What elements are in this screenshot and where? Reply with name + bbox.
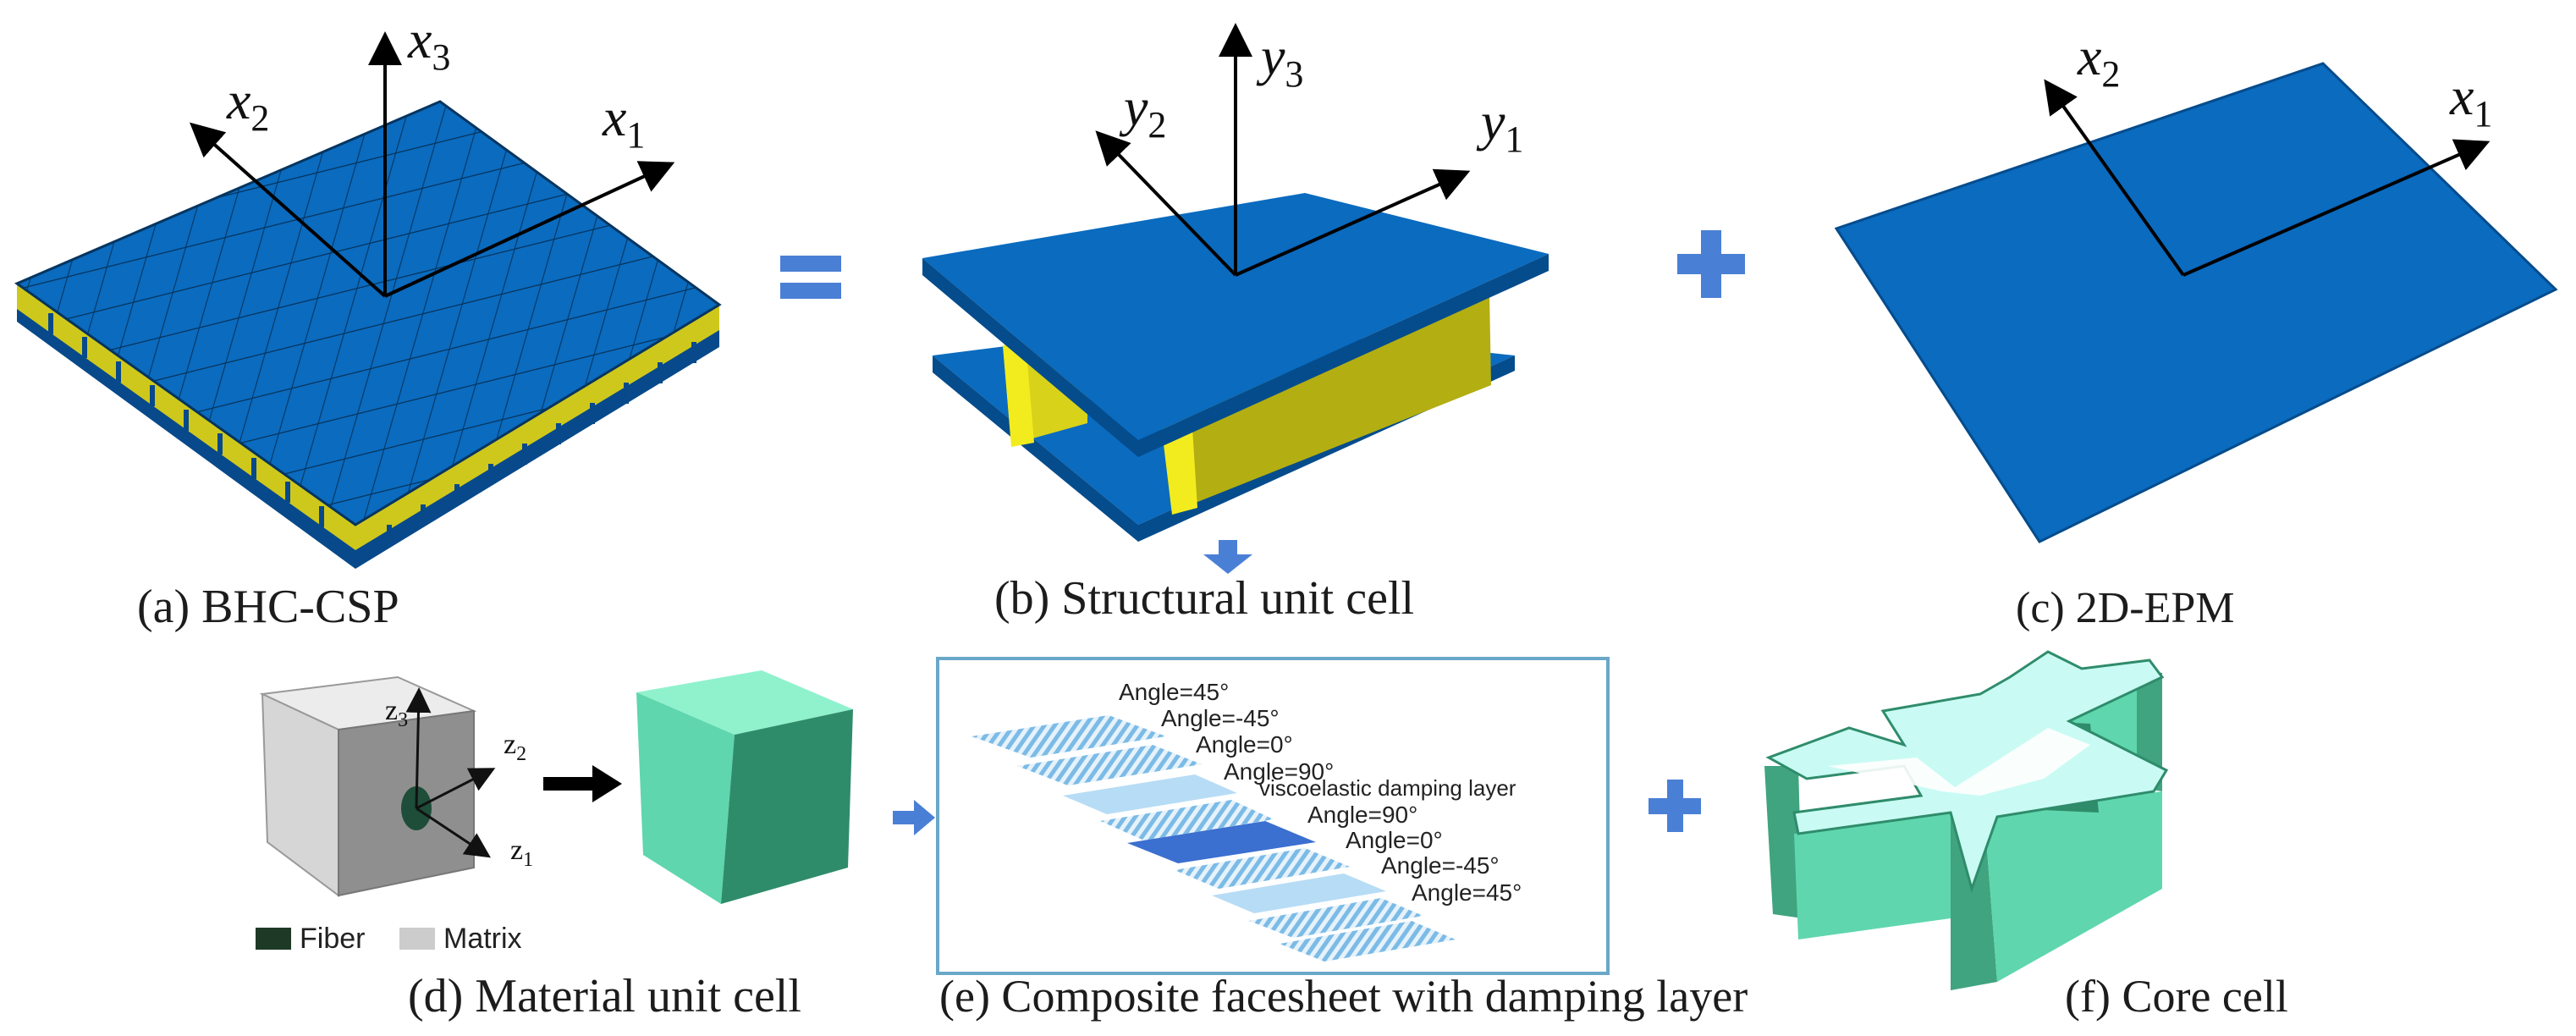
csp-axes	[190, 31, 675, 298]
ply-label-6: Angle=90°	[1307, 802, 1417, 828]
core-wall-side-4	[1984, 791, 2162, 982]
legend-matrix-swatch	[399, 928, 435, 950]
panel-c-2d-epm: x2 x1 (c) 2D-EPM	[1834, 26, 2558, 632]
ply-label-1: Angle=45°	[1119, 679, 1229, 705]
ply-1	[972, 715, 1166, 758]
csp-top-plate	[14, 100, 722, 526]
core-web-left-face	[1003, 342, 1034, 447]
panel-d-material-unit-cell: z3 z2 z1 Fiber Matrix (d) Material unit …	[256, 670, 853, 1022]
green-cube-side	[721, 709, 853, 904]
core-wall-side	[1764, 766, 1803, 918]
caption-d: (d) Material unit cell	[408, 970, 801, 1022]
core-top-rim	[1765, 650, 2169, 893]
csp-core-cells	[48, 313, 696, 546]
green-cube-front	[636, 692, 735, 904]
ply-label-7: Angle=0°	[1346, 827, 1443, 853]
unit-cell-top-plate	[922, 193, 1549, 440]
matrix-cube-left	[261, 692, 339, 897]
green-cube-top	[636, 670, 853, 735]
ply-8	[1249, 898, 1423, 938]
core-inner-void	[1828, 728, 2090, 796]
legend-fiber-swatch	[256, 928, 291, 950]
axis-label-x1-epm: x1	[2449, 66, 2492, 135]
material-axes	[405, 687, 496, 858]
homogenize-arrow-icon	[543, 765, 622, 802]
ply-7	[1212, 873, 1386, 913]
axis-label-x2: x2	[226, 70, 269, 139]
right-arrow-icon	[893, 800, 935, 835]
ply-label-damping: viscoelastic damping layer	[1259, 775, 1516, 801]
epm-plate	[1834, 62, 2558, 543]
ply-label-4: Angle=90°	[1224, 758, 1334, 785]
panel-f-core-cell: (f) Core cell	[1764, 650, 2288, 1022]
plus-operator-top	[1677, 230, 1745, 298]
unit-cell-axes	[1095, 23, 1471, 277]
ply-damping	[1127, 821, 1316, 863]
axis-label-y3: y3	[1256, 26, 1303, 95]
ply-6	[1175, 848, 1350, 889]
unit-cell-top-edge	[922, 254, 1549, 457]
caption-f: (f) Core cell	[2065, 971, 2288, 1022]
caption-c: (c) 2D-EPM	[2016, 584, 2235, 632]
ply-label-3: Angle=0°	[1196, 731, 1293, 758]
axis-label-y2: y2	[1119, 77, 1166, 146]
panel-a-bhc-csp: x3 x2 x1 (a) BHC-CSP	[14, 9, 722, 633]
axis-label-x1: x1	[602, 87, 645, 156]
ply-3	[1063, 774, 1237, 814]
axis-label-y1: y1	[1476, 91, 1523, 160]
ply-label-2: Angle=-45°	[1161, 705, 1280, 731]
equals-operator	[780, 256, 841, 299]
panel-b-structural-unit-cell: y3 y2 y1 (b) Structural unit cell	[922, 23, 1549, 625]
axis-label-z2: z2	[504, 729, 526, 765]
ply-label-8: Angle=-45°	[1381, 852, 1500, 879]
legend-matrix-label: Matrix	[443, 923, 522, 955]
plus-operator-bottom	[1649, 780, 1701, 832]
legend-fiber-label: Fiber	[300, 923, 365, 955]
axis-label-z3: z3	[385, 695, 408, 731]
ply-4	[1100, 800, 1274, 840]
ply-label-9: Angle=45°	[1412, 879, 1522, 906]
core-web-right	[1161, 292, 1491, 512]
ply-labels: Angle=45° Angle=-45° Angle=0° Angle=90° …	[1119, 679, 1522, 906]
panel-e-composite-facesheet: Angle=45° Angle=-45° Angle=0° Angle=90° …	[936, 657, 1748, 1022]
axis-label-x3: x3	[407, 9, 450, 78]
caption-b: (b) Structural unit cell	[994, 572, 1414, 625]
axis-label-x2-epm: x2	[2077, 26, 2120, 95]
core-wall-side-2	[1794, 813, 1951, 940]
ply-stack	[972, 715, 1456, 962]
epm-axes	[2044, 79, 2491, 277]
axis-label-z1: z1	[510, 835, 533, 871]
ply-9	[1280, 921, 1456, 962]
down-arrow-icon	[1203, 540, 1252, 574]
caption-a: (a) BHC-CSP	[137, 581, 399, 633]
caption-e: (e) Composite facesheet with damping lay…	[939, 971, 1748, 1022]
ply-2	[1017, 745, 1202, 785]
